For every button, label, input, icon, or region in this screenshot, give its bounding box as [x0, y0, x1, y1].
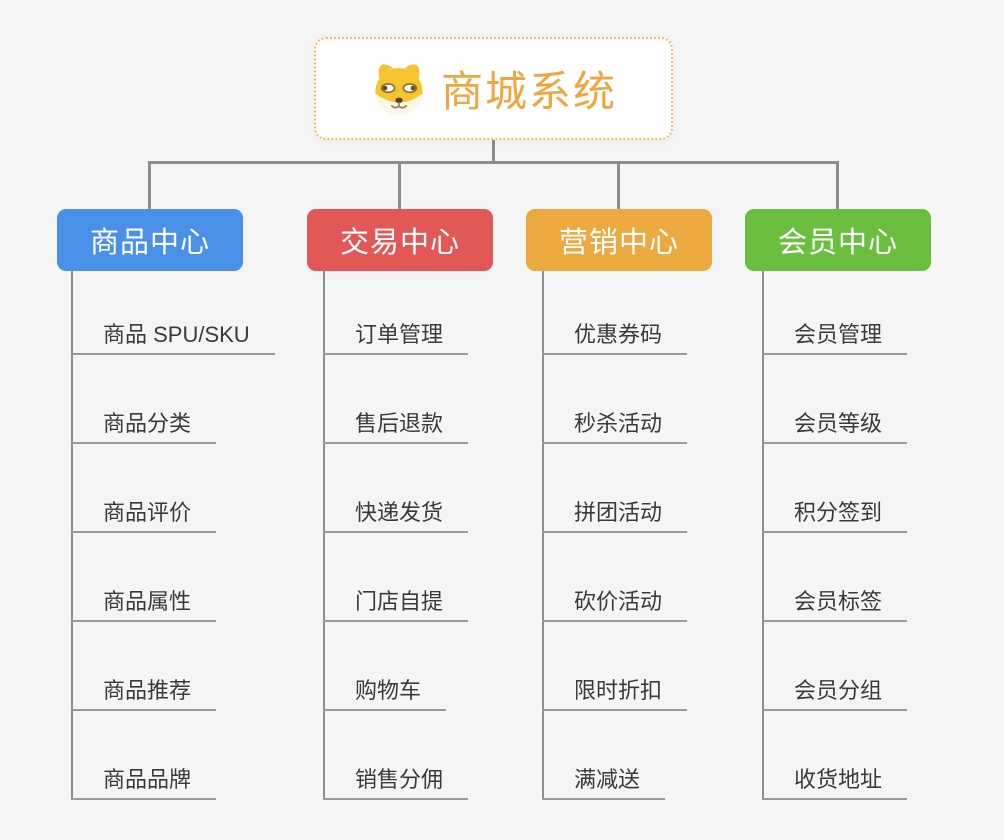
connector-branch-line-product	[71, 271, 73, 800]
child-topic-row: 商品推荐	[71, 622, 275, 711]
branch-header-product-center[interactable]: 商品中心	[57, 209, 243, 271]
child-topic-row: 满减送	[542, 711, 687, 800]
root-title: 商城系统	[440, 68, 617, 115]
child-topic-row: 会员分组	[762, 622, 908, 711]
connector-drop-product	[148, 163, 151, 209]
child-topic[interactable]: 积分签到	[762, 500, 908, 533]
connector-root-stub	[492, 139, 495, 163]
connector-bus	[148, 161, 839, 164]
child-topic[interactable]: 商品 SPU/SKU	[71, 322, 275, 355]
child-topic[interactable]: 商品分类	[71, 411, 217, 444]
child-topic-row: 购物车	[323, 622, 468, 711]
child-topic[interactable]: 商品属性	[71, 589, 217, 622]
child-topic-row: 砍价活动	[542, 533, 688, 622]
branch-children-product-center: 商品 SPU/SKU 商品分类 商品评价 商品属性 商品推荐 商品品牌	[71, 266, 275, 800]
child-topic-row: 限时折扣	[542, 622, 688, 711]
child-topic-row: 会员等级	[762, 355, 908, 444]
child-topic-row: 会员管理	[762, 266, 908, 355]
child-topic-row: 商品评价	[71, 444, 275, 533]
connector-branch-line-marketing	[542, 271, 544, 800]
connector-branch-line-member	[762, 271, 764, 800]
child-topic[interactable]: 快递发货	[323, 500, 469, 533]
doge-icon	[375, 63, 423, 115]
child-topic[interactable]: 商品推荐	[71, 678, 217, 711]
connector-drop-trade	[398, 163, 401, 209]
child-topic-row: 销售分佣	[323, 711, 469, 800]
child-topic[interactable]: 订单管理	[323, 322, 469, 355]
child-topic-row: 优惠券码	[542, 266, 688, 355]
branch-children-member-center: 会员管理 会员等级 积分签到 会员标签 会员分组 收货地址	[762, 266, 908, 800]
child-topic[interactable]: 商品评价	[71, 500, 217, 533]
connector-branch-line-trade	[323, 271, 325, 800]
branch-header-trade-center[interactable]: 交易中心	[307, 209, 493, 271]
child-topic[interactable]: 售后退款	[323, 411, 469, 444]
child-topic[interactable]: 秒杀活动	[542, 411, 688, 444]
child-topic-row: 会员标签	[762, 533, 908, 622]
child-topic[interactable]: 购物车	[323, 678, 447, 711]
child-topic-row: 收货地址	[762, 711, 908, 800]
child-topic-row: 商品品牌	[71, 711, 275, 800]
child-topic[interactable]: 商品品牌	[71, 767, 217, 800]
child-topic[interactable]: 会员管理	[762, 322, 908, 355]
branch-children-marketing-center: 优惠券码 秒杀活动 拼团活动 砍价活动 限时折扣 满减送	[542, 266, 688, 800]
child-topic[interactable]: 销售分佣	[323, 767, 469, 800]
child-topic-row: 门店自提	[323, 533, 469, 622]
child-topic[interactable]: 限时折扣	[542, 678, 688, 711]
child-topic-row: 秒杀活动	[542, 355, 688, 444]
child-topic[interactable]: 收货地址	[762, 767, 908, 800]
child-topic[interactable]: 会员标签	[762, 589, 908, 622]
child-topic-row: 商品属性	[71, 533, 275, 622]
child-topic-row: 商品分类	[71, 355, 275, 444]
child-topic[interactable]: 会员分组	[762, 678, 908, 711]
branch-header-member-center[interactable]: 会员中心	[745, 209, 931, 271]
child-topic[interactable]: 会员等级	[762, 411, 908, 444]
root-topic[interactable]: 商城系统	[314, 37, 673, 140]
child-topic[interactable]: 满减送	[542, 767, 666, 800]
connector-drop-member	[836, 163, 839, 209]
child-topic-row: 售后退款	[323, 355, 469, 444]
child-topic[interactable]: 拼团活动	[542, 500, 688, 533]
connector-drop-marketing	[617, 163, 620, 209]
child-topic[interactable]: 砍价活动	[542, 589, 688, 622]
branch-header-marketing-center[interactable]: 营销中心	[526, 209, 712, 271]
child-topic-row: 订单管理	[323, 266, 469, 355]
child-topic-row: 商品 SPU/SKU	[71, 266, 275, 355]
child-topic[interactable]: 门店自提	[323, 589, 469, 622]
child-topic-row: 快递发货	[323, 444, 469, 533]
child-topic-row: 积分签到	[762, 444, 908, 533]
branch-children-trade-center: 订单管理 售后退款 快递发货 门店自提 购物车 销售分佣	[323, 266, 469, 800]
child-topic-row: 拼团活动	[542, 444, 688, 533]
child-topic[interactable]: 优惠券码	[542, 322, 688, 355]
